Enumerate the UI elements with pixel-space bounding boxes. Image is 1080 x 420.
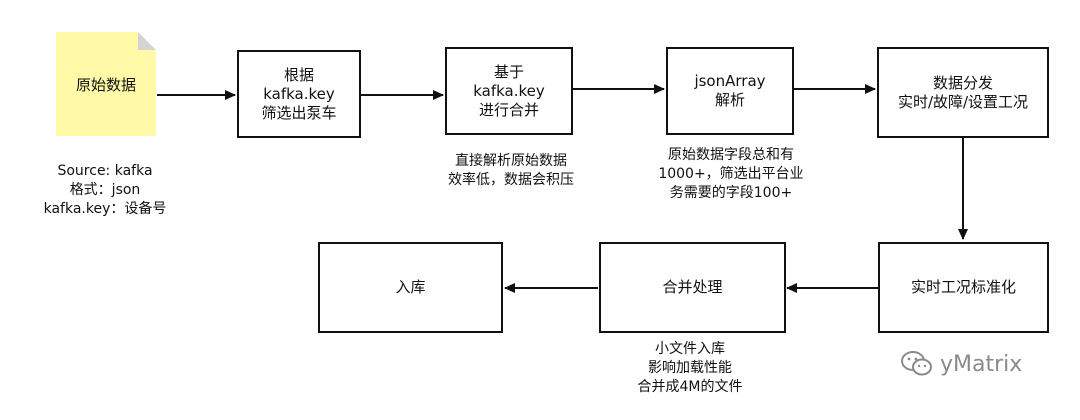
source-document-shape xyxy=(56,32,156,136)
node-store: 入库 xyxy=(318,242,503,333)
node-filter-pump-truck: 根据 kafka.key 筛选出泵车 xyxy=(237,50,361,138)
watermark: yMatrix xyxy=(900,350,1022,378)
node-merge-processing: 合并处理 xyxy=(599,242,786,333)
node-data-distribution: 数据分发 实时/故障/设置工况 xyxy=(877,47,1049,138)
node-realtime-standardization: 实时工况标准化 xyxy=(878,242,1049,333)
note-jsonarray-parse: 原始数据字段总和有 1000+，筛选出平台业 务需要的字段100+ xyxy=(658,147,804,201)
wechat-icon xyxy=(901,351,932,376)
source-label: 原始数据 xyxy=(75,75,136,94)
watermark-text: yMatrix xyxy=(940,351,1023,377)
node-merge-by-key: 基于 kafka.key 进行合并 xyxy=(445,47,573,135)
note-merge-by-key: 直接解析原始数据 效率低，数据会积压 xyxy=(448,153,574,188)
source-document-fold xyxy=(138,32,156,50)
node-jsonarray-parse: jsonArray 解析 xyxy=(666,47,794,135)
note-merge-processing: 小文件入库 影响加载性能 合并成4M的文件 xyxy=(637,341,743,395)
source-note: Source: kafka 格式：json kafka.key：设备号 xyxy=(43,163,167,217)
